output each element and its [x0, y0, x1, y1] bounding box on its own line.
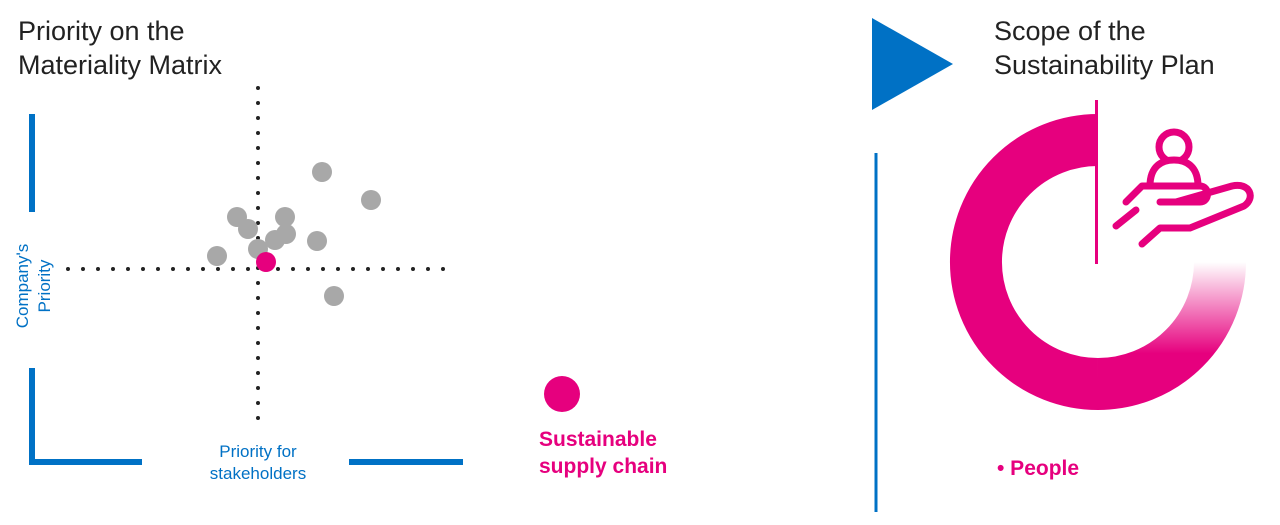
y-axis-label-line2: Priority [35, 259, 54, 313]
matrix-title: Priority on the Materiality Matrix [18, 14, 222, 82]
hand-shape [1122, 181, 1254, 248]
materiality-points [207, 162, 381, 306]
legend-dot [544, 376, 580, 412]
legend-label-line2: supply chain [539, 455, 668, 478]
scope-title-line2: Sustainability Plan [994, 50, 1215, 80]
donut-ring-icon [950, 100, 1246, 410]
hand-wrist [1112, 206, 1140, 230]
x-axis-label-line2: stakeholders [209, 464, 307, 483]
scope-item-people: • People [997, 457, 1080, 480]
play-triangle-icon [872, 18, 953, 110]
issue-point [307, 231, 327, 251]
issue-point [275, 207, 295, 227]
person-body [1146, 156, 1202, 190]
matrix-title-line2: Materiality Matrix [18, 50, 223, 80]
x-axis-label: Priority for stakeholders [210, 441, 306, 485]
axis-corner-line [29, 368, 142, 465]
highlighted-issue-point [256, 252, 276, 272]
axis-brackets [29, 114, 463, 465]
donut-divider-line [1095, 100, 1098, 264]
y-axis-label: Company's Priority [12, 244, 56, 329]
scope-title-line1: Scope of the [994, 16, 1146, 46]
donut-fading-arc [1097, 261, 1246, 410]
issue-point [312, 162, 332, 182]
hand-holding-person-icon [1112, 128, 1254, 248]
issue-point [361, 190, 381, 210]
issue-point [265, 230, 285, 250]
y-axis-label-line1: Company's [13, 243, 32, 329]
matrix-title-line1: Priority on the [18, 16, 185, 46]
issue-point [238, 219, 258, 239]
issue-point [324, 286, 344, 306]
issue-point [207, 246, 227, 266]
donut-solid-arc [950, 114, 1099, 410]
scope-title: Scope of the Sustainability Plan [994, 14, 1215, 82]
x-axis-label-line1: Priority for [219, 442, 297, 461]
legend-label: Sustainable supply chain [539, 426, 667, 480]
legend-label-line1: Sustainable [539, 428, 657, 451]
